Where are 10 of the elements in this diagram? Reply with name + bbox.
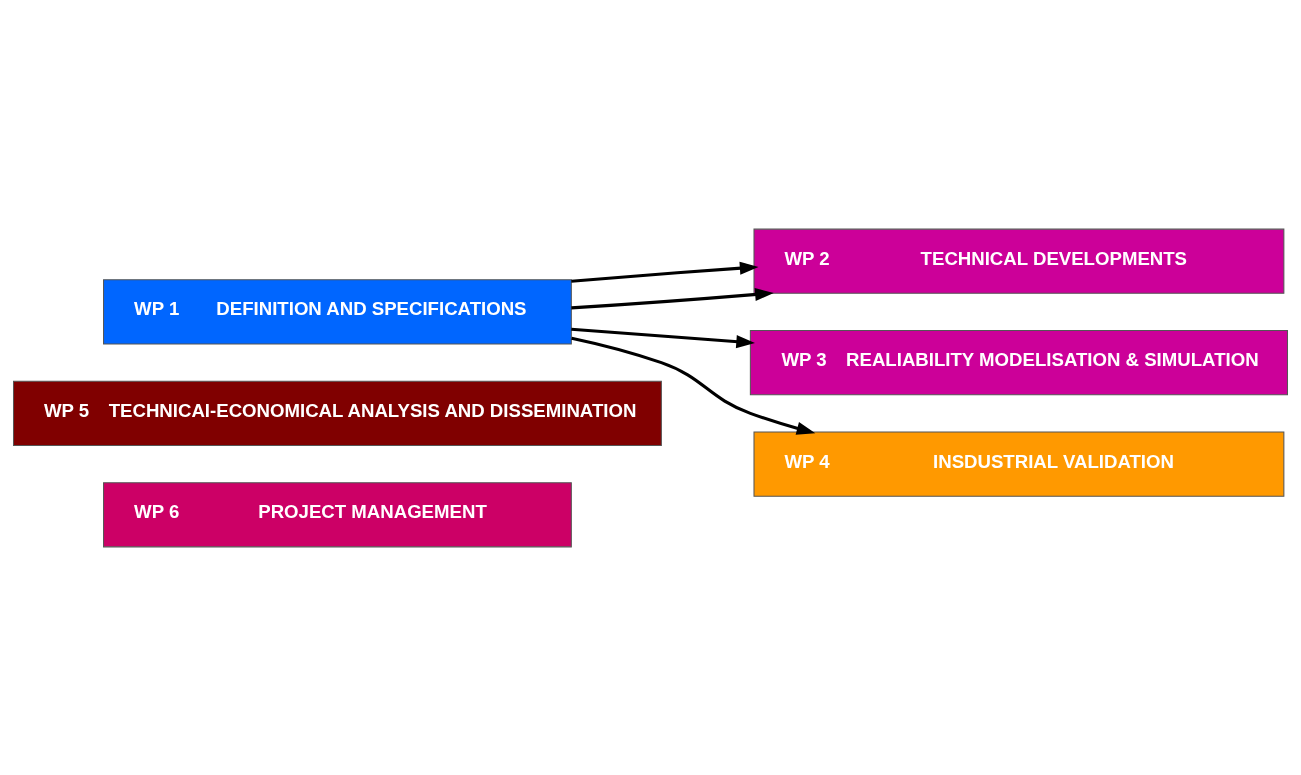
arrow	[571, 287, 774, 309]
arrow	[571, 261, 759, 283]
arrow	[571, 336, 816, 435]
node-box: WP 2 TECHNICAL DEVELOPMENTS	[753, 228, 1285, 294]
node-box: WP 6 PROJECT MANAGEMENT	[103, 481, 572, 547]
node-box: WP 5 TECHNICAI-ECONOMICAL ANALYSIS AND DISSEMINATION	[13, 380, 662, 446]
node-box: WP 3 REALIABILITY MODELISATION & SIMULATION	[749, 329, 1288, 395]
arrow	[571, 327, 755, 348]
node-box: WP 4 INSDUSTRIAL VALIDATION	[753, 430, 1285, 497]
node-box: WP 1 DEFINITION AND SPECIFICATIONS	[103, 278, 572, 345]
